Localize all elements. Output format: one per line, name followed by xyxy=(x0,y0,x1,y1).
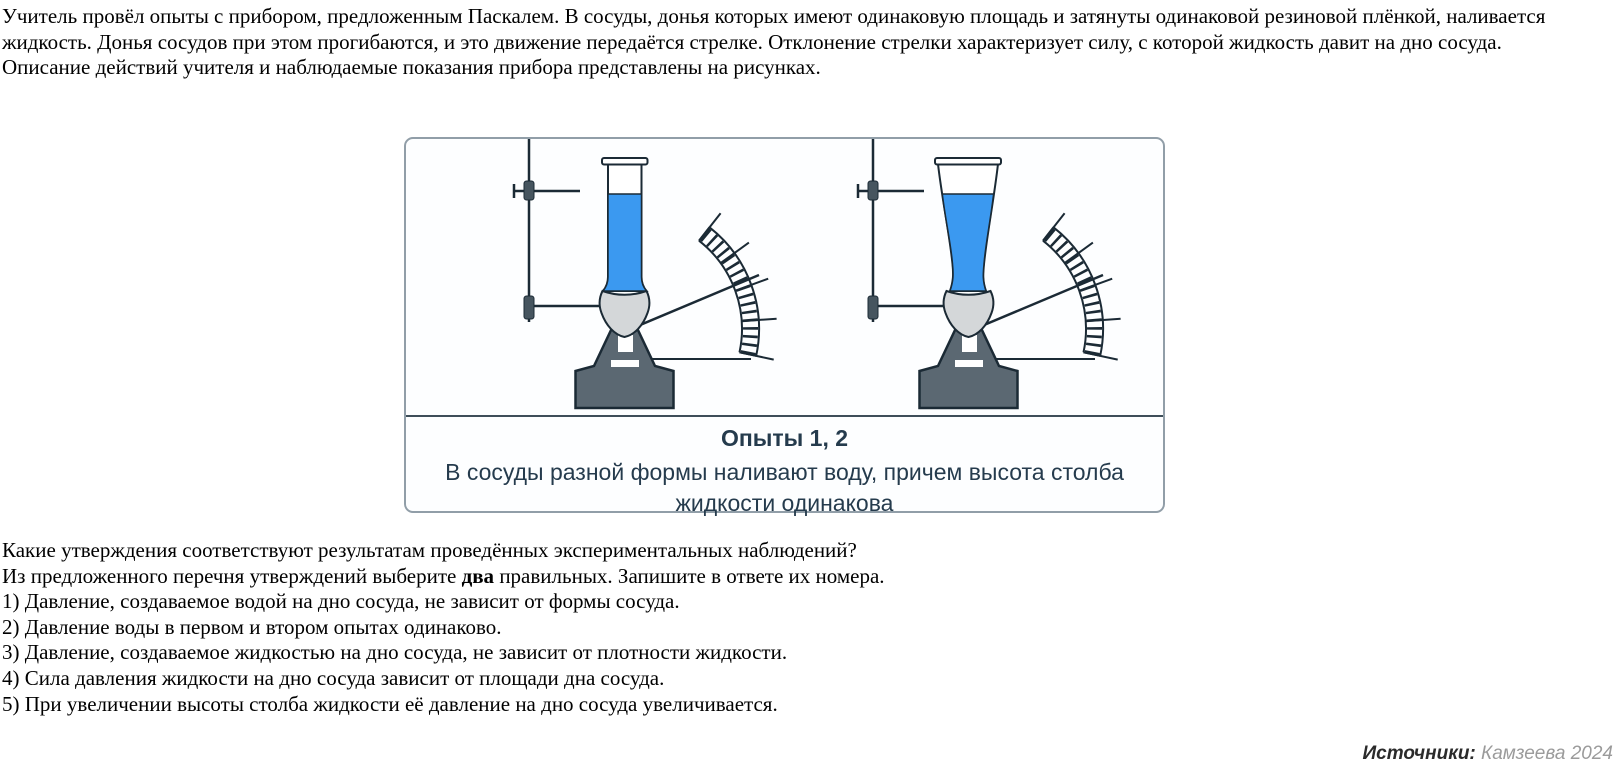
experiment-figure: Опыты 1, 2 В сосуды разной формы наливаю… xyxy=(404,137,1165,516)
figure-panels xyxy=(406,139,1163,415)
intro-text: Учитель провёл опыты с прибором, предлож… xyxy=(2,4,1614,81)
answer-option-1: 1) Давление, создаваемое водой на дно со… xyxy=(2,589,680,614)
source-label: Источники: xyxy=(1362,743,1476,764)
figure-caption-line-2: жидкости одинакова xyxy=(675,490,894,516)
measuring-rod xyxy=(856,139,946,322)
question-line-2-bold: два xyxy=(461,563,495,588)
force-scale-arc xyxy=(996,212,1121,361)
vessel-cone xyxy=(934,157,1002,292)
question-block: Какие утверждения соответствуют результа… xyxy=(2,538,1614,717)
answer-option-2: 2) Давление воды в первом и втором опыта… xyxy=(2,614,502,639)
figure-caption: Опыты 1, 2 В сосуды разной формы наливаю… xyxy=(406,415,1163,517)
vessel-rim xyxy=(601,157,649,166)
answer-option-4: 4) Сила давления жидкости на дно сосуда … xyxy=(2,665,665,690)
liquid-water xyxy=(941,193,995,292)
figure-title: Опыты 1, 2 xyxy=(720,425,849,451)
figure-caption-line-1: В сосуды разной формы наливают воду, при… xyxy=(445,459,1124,485)
question-line-1: Какие утверждения соответствуют результа… xyxy=(2,538,857,562)
pointer-needle xyxy=(620,273,760,335)
answer-option-5: 5) При увеличении высоты столба жидкости… xyxy=(2,691,778,716)
membrane-dome xyxy=(598,289,651,339)
source-value: Камзеева 2024 xyxy=(1481,743,1613,764)
answer-option-3: 3) Давление, создаваемое жидкостью на дн… xyxy=(2,640,788,665)
source-attribution: Источники: Камзеева 2024 xyxy=(1363,743,1614,765)
pointer-needle xyxy=(964,273,1104,335)
question-line-2-prefix: Из предложенного перечня утверждений выб… xyxy=(2,563,462,588)
vessel-rim xyxy=(934,157,1002,166)
vessel-cylinder xyxy=(600,157,649,292)
force-scale-arc xyxy=(652,212,777,361)
membrane-dome xyxy=(942,289,995,339)
stand-base xyxy=(574,326,675,410)
stand-base xyxy=(918,326,1019,410)
intro-note: Описание действий учителя и наблюдаемые … xyxy=(2,55,821,79)
intro-paragraph: Учитель провёл опыты с прибором, предлож… xyxy=(2,4,1546,54)
question-line-2: Из предложенного перечня утверждений выб… xyxy=(2,564,1614,590)
apparatus-experiment-2 xyxy=(856,139,1121,410)
question-line-2-suffix: правильных. Запишите в ответе их номера. xyxy=(494,563,885,588)
liquid-water xyxy=(601,193,649,292)
measuring-rod xyxy=(512,139,602,322)
apparatus-experiment-1 xyxy=(512,139,777,410)
